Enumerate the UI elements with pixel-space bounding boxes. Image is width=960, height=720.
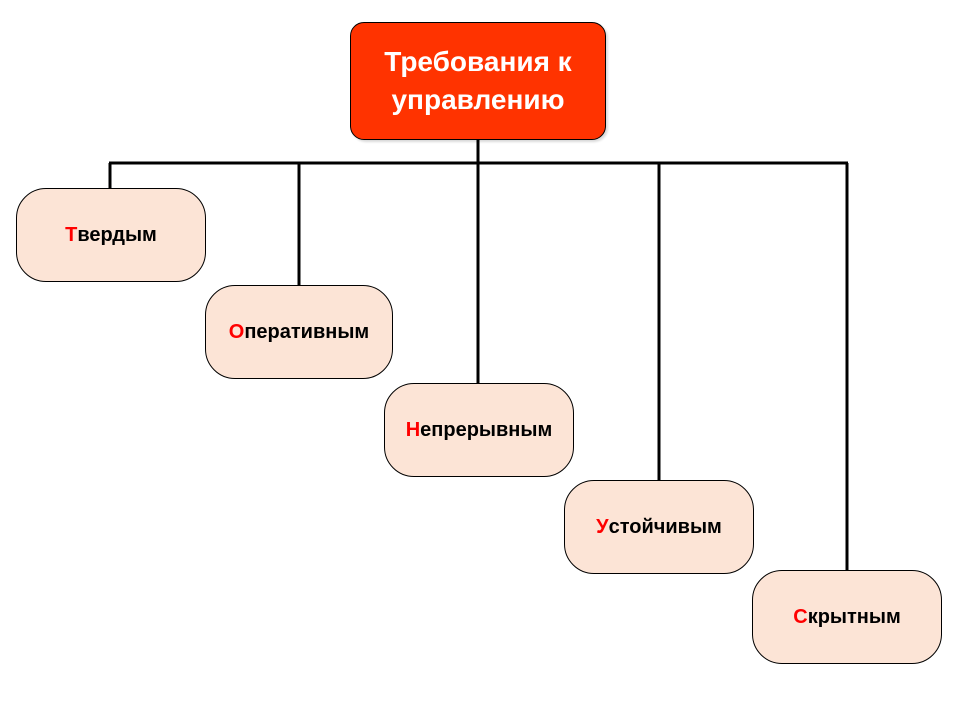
child-label: вердым: [77, 223, 157, 246]
child-label: крытным: [807, 605, 901, 628]
child-initial: Н: [405, 418, 421, 441]
child-initial: У: [596, 515, 609, 538]
child-label: стойчивым: [608, 515, 722, 538]
root-label: Требования к управлению: [384, 46, 572, 115]
child-initial: О: [228, 320, 245, 343]
child-label: епрерывным: [420, 418, 553, 441]
child-initial: Т: [65, 223, 78, 246]
child-initial: С: [793, 605, 808, 628]
child-label: перативным: [244, 320, 370, 343]
root-node: Требования к управлению: [350, 22, 606, 140]
